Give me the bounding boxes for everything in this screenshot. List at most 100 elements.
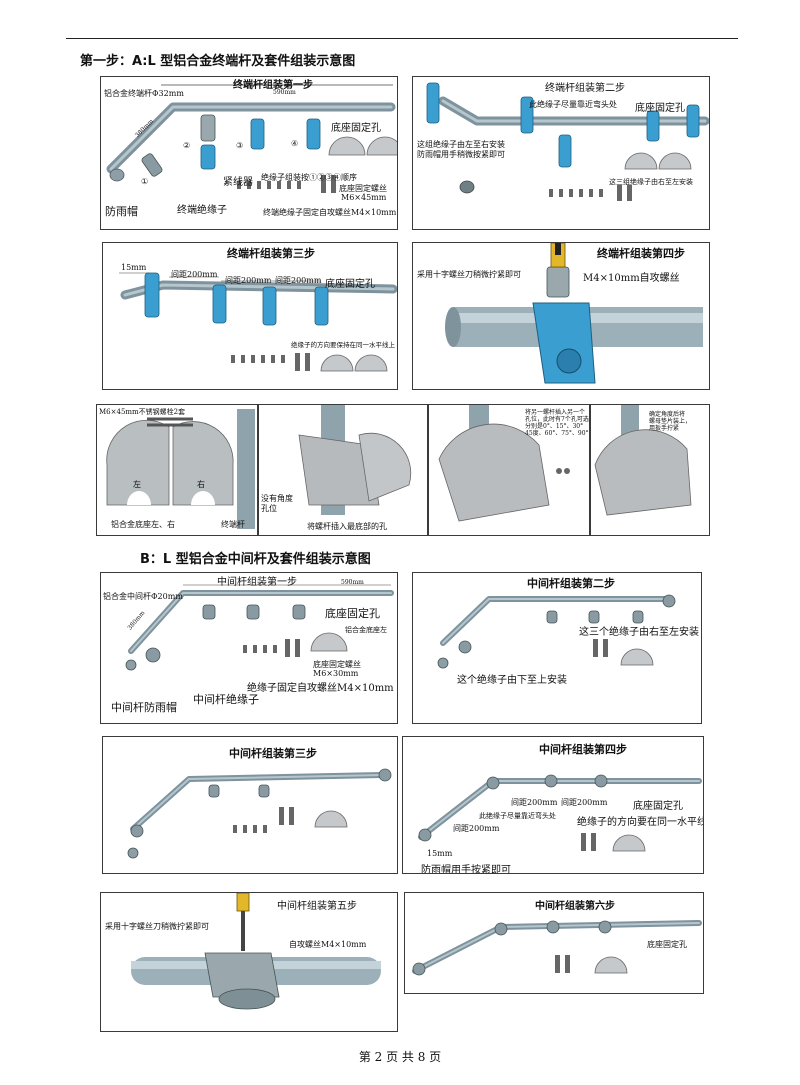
bolt-kit-label: M6×45mm不锈钢螺栓2套 — [99, 408, 186, 416]
terminal-step-3-illustration — [119, 272, 397, 372]
base-right-label: 右 — [197, 480, 205, 489]
tighten-text-2: 螺母垫片装上， — [649, 418, 692, 425]
page-footer: 第 2 页 共 8 页 — [358, 1050, 442, 1064]
angle-text-3: 分别是0°、15°、30° — [525, 423, 584, 430]
screw-m4-label: M4×10mm自攻螺丝 — [583, 273, 680, 284]
middle-base-hole-label-4: 底座固定孔 — [633, 801, 683, 812]
panel-middle-step-6: 中间杆组装第六步 底座固定孔 — [404, 892, 704, 994]
terminal-step-2-title: 终端杆组装第二步 — [545, 83, 625, 94]
panel-middle-step-2: 中间杆组装第二步 这三个绝缘子由右至左安装 这个绝缘子由下至上安装 — [412, 572, 702, 724]
self-tap-screw-label: 终端绝缘子固定自攻螺丝M4×10mm — [263, 208, 397, 217]
section-b-heading: B：L 型铝合金中间杆及套件组装示意图 — [140, 552, 371, 567]
middle-step-2-illustration — [437, 594, 676, 669]
terminal-step-4-illustration — [445, 243, 703, 384]
panel-terminal-step-3: 终端杆组装第三步 15mm 间距200mm 间距200mm 间距200mm 底座… — [102, 242, 398, 390]
terminal-step-1-title: 终端杆组装第一步 — [233, 80, 313, 91]
panel-middle-step-5: 中间杆组装第五步 采用十字螺丝刀稍微拧紧即可 自攻螺丝M4×10mm — [100, 892, 398, 1032]
middle-base-screw-size: M6×30mm — [313, 669, 359, 678]
panel-insert-bolt: 没有角度 孔位 将螺杆插入最底部的孔 — [258, 404, 428, 536]
middle-base-hole-label-6: 底座固定孔 — [647, 940, 687, 949]
middle-screw-label: 自攻螺丝M4×10mm — [289, 940, 367, 949]
step-num-3: ③ — [236, 141, 244, 150]
middle-step-3-illustration — [127, 768, 392, 859]
middle-insulator-label: 中间杆绝缘子 — [193, 693, 259, 706]
middle-step-4-title: 中间杆组装第四步 — [539, 743, 627, 756]
middle-step-5-illustration — [131, 893, 381, 1010]
terminal-rod-label: 铝合金终端杆Φ32mm — [104, 89, 184, 98]
middle-gap-2: 间距200mm — [561, 798, 608, 807]
middle-near-bend-label: 此绝缘子尽量靠近弯头处 — [479, 812, 556, 820]
middle-cap-label: 中间杆防雨帽 — [111, 701, 177, 714]
step-num-4: ④ — [291, 139, 299, 148]
middle-dim-15: 15mm — [427, 849, 453, 858]
panel-tighten-nut: 确定角度后将 螺母垫片装上， 用扳手拧紧 — [590, 404, 710, 536]
middle-step-1-title: 中间杆组装第一步 — [217, 577, 297, 588]
rod-label: 终端杆 — [221, 520, 245, 529]
tighten-text-1: 确定角度后将 — [649, 411, 686, 418]
middle-step-6-title: 中间杆组装第六步 — [535, 901, 615, 912]
base-hole-label: 底座固定孔 — [331, 123, 381, 134]
terminal-insulator-label: 终端绝缘子 — [177, 205, 227, 216]
panel-terminal-step-4: 终端杆组装第四步 采用十字螺丝刀稍微拧紧即可 M4×10mm自攻螺丝 — [412, 242, 710, 390]
base-screw-label: 底座固定螺丝 — [339, 184, 387, 193]
middle-base-screw-label: 底座固定螺丝 — [313, 660, 361, 669]
gap-200-2: 间距200mm — [225, 276, 272, 285]
insulator-order-label: 绝缘子组装按①②③④顺序 — [261, 173, 357, 182]
panel-terminal-step-2: 终端杆组装第二步 此绝缘子尽量靠近弯头处 底座固定孔 这组绝缘子由左至右安装 防… — [412, 76, 710, 230]
gap-200-1: 间距200mm — [171, 270, 218, 279]
middle-screwdriver-label: 采用十字螺丝刀稍微拧紧即可 — [105, 922, 209, 931]
middle-rod-label: 铝合金中间杆Φ20mm — [103, 592, 183, 601]
terminal-step-1-illustration — [106, 84, 397, 193]
panel-terminal-step-1: 终端杆组装第一步 铝合金终端杆Φ32mm 590mm 380mm ① ② ③ ④… — [100, 76, 398, 230]
base-lr-label: 铝合金底座左、右 — [111, 520, 175, 529]
bottom-up-label: 这个绝缘子由下至上安装 — [457, 675, 567, 686]
middle-gap-3: 间距200mm — [453, 824, 500, 833]
base-hole-label-3: 底座固定孔 — [325, 279, 375, 290]
step-num-2: ② — [183, 141, 191, 150]
terminal-step-3-title: 终端杆组装第三步 — [227, 247, 315, 260]
dim-15-label: 15mm — [121, 263, 147, 272]
tightener-label: 紧线器 — [223, 177, 253, 188]
choose-angle-illustration — [438, 405, 570, 522]
hole-label: 孔位 — [261, 504, 277, 513]
no-angle-label: 没有角度 — [261, 494, 293, 503]
insert-bolt-label: 将螺杆插入最底部的孔 — [307, 522, 387, 531]
base-parts-illustration — [106, 409, 255, 529]
terminal-step-4-title: 终端杆组装第四步 — [597, 247, 685, 260]
middle-base-hole-label: 底座固定孔 — [325, 607, 380, 620]
step-num-1: ① — [141, 177, 149, 186]
right-to-left-label: 这三组绝缘子由右至左安装 — [609, 178, 693, 186]
tighten-nut-illustration — [594, 405, 692, 516]
level-label: 绝缘子的方向要保持在同一水平线上 — [291, 341, 395, 349]
panel-choose-angle: 将另一螺杆插入另一个 孔位，此时有7个孔可选 分别是0°、15°、30° 45度… — [428, 404, 590, 536]
angle-text-1: 将另一螺杆插入另一个 — [525, 409, 586, 416]
three-right-to-left-label: 这三个绝缘子由右至左安装 — [579, 627, 699, 638]
screwdriver-label: 采用十字螺丝刀稍微拧紧即可 — [417, 270, 521, 279]
base-screw-size-label: M6×45mm — [341, 193, 387, 202]
middle-cap-press-label: 防雨帽用手按紧即可 — [421, 865, 511, 874]
middle-step-5-title: 中间杆组装第五步 — [277, 901, 357, 912]
top-rule — [66, 38, 738, 39]
cap-press-label: 防雨帽用手稍微按紧即可 — [417, 150, 505, 159]
middle-gap-1: 间距200mm — [511, 798, 558, 807]
angle-text-2: 孔位，此时有7个孔可选 — [525, 416, 589, 423]
panel-middle-step-4: 中间杆组装第四步 间距200mm 间距200mm 间距200mm 底座固定孔 此… — [402, 736, 704, 874]
dim-590-label: 590mm — [273, 89, 296, 96]
middle-step-4-illustration — [418, 774, 702, 852]
middle-step-1-illustration — [125, 584, 394, 671]
terminal-step-2-illustration — [426, 82, 709, 201]
panel-middle-step-3: 中间杆组装第三步 — [102, 736, 398, 874]
middle-self-tap-label: 绝缘子固定自攻螺丝M4×10mm — [247, 683, 394, 694]
left-to-right-label: 这组绝缘子由左至右安装 — [417, 140, 505, 149]
insert-bolt-illustration — [298, 405, 412, 515]
middle-dim-590: 590mm — [341, 579, 364, 586]
tighten-text-3: 用扳手拧紧 — [649, 425, 680, 432]
base-hole-label-2: 底座固定孔 — [635, 103, 685, 114]
middle-step-2-title: 中间杆组装第二步 — [527, 577, 615, 590]
middle-base-left-label: 铝合金底座左 — [345, 626, 387, 634]
panel-base-parts: M6×45mm不锈钢螺栓2套 左 右 铝合金底座左、右 终端杆 — [96, 404, 258, 536]
near-bend-label: 此绝缘子尽量靠近弯头处 — [529, 100, 617, 109]
gap-200-3: 间距200mm — [275, 276, 322, 285]
middle-level-label: 绝缘子的方向要在同一水平线上 — [577, 817, 704, 828]
angle-text-4: 45度、60°、75°、90° — [525, 430, 589, 437]
